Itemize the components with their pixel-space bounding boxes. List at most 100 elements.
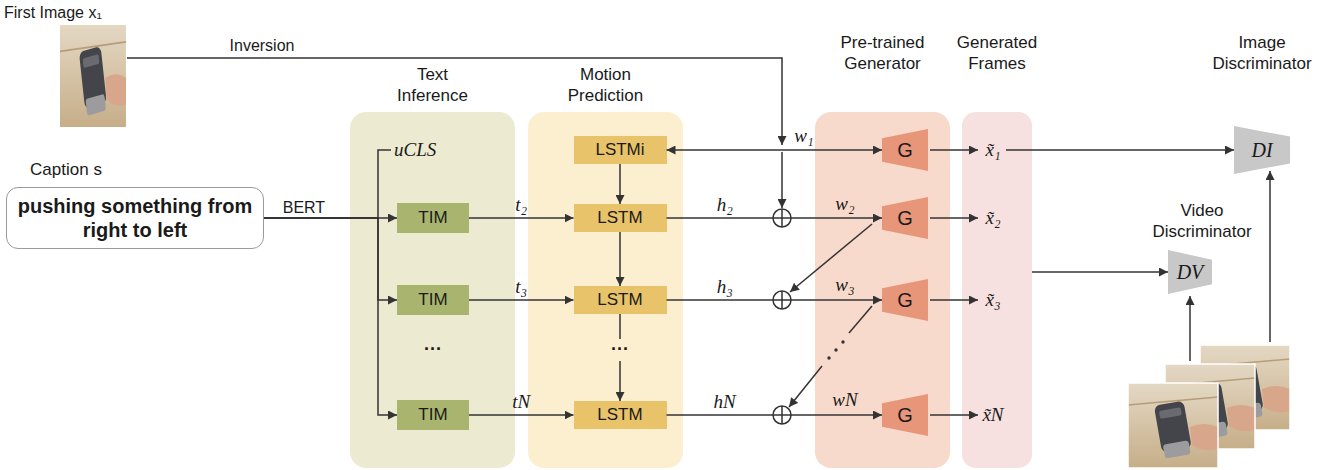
signal-label: t₂ [515, 194, 527, 217]
generator-trapezoid-outline [882, 197, 928, 239]
cls-token: uCLS [394, 139, 436, 162]
latent-label: w₂ [835, 193, 854, 216]
frame-label: x̃₁ [985, 139, 1000, 162]
generator-trapezoid: G [882, 279, 928, 321]
generator-trapezoid-outline [882, 394, 928, 436]
sum-symbol [773, 209, 791, 424]
tim-box: TIM [397, 203, 469, 233]
lstm-box: LSTM [574, 286, 667, 314]
heading-holder: Text Inference [383, 65, 483, 106]
motion-prediction-panel: Motion PredictionLSTMiLSTMLSTMLSTM [528, 112, 683, 468]
heading-text: Text Inference [383, 65, 483, 106]
heading-holder: Pre-trained Generator [833, 33, 933, 74]
frame-label: x̃₃ [985, 289, 1000, 312]
generator-trapezoid-label: G [897, 138, 913, 162]
latent-arrows-part [849, 306, 872, 333]
heading-holder: Image Discriminator [1204, 33, 1320, 74]
connector-arrow [264, 218, 397, 300]
latent-label: w₃ [835, 274, 854, 297]
latent-arrows [782, 152, 872, 407]
caption-box: pushing something from right to left [6, 187, 264, 249]
signal-label: tN [512, 391, 530, 414]
lstm-box-label: LSTMi [595, 140, 644, 160]
continuation-dots-part [841, 340, 844, 343]
continuation-dots [827, 340, 844, 359]
real-video-frames-part [1200, 345, 1290, 430]
connector-arrow [619, 232, 621, 286]
generator-trapezoid: G [882, 394, 928, 436]
real-video-frames-part [1200, 345, 1290, 430]
lstm-box-label: LSTM [597, 290, 642, 310]
image-discriminator: Image DiscriminatorDI [1234, 126, 1290, 174]
generator-trapezoid-label: G [897, 206, 913, 230]
heading-text: Motion Prediction [556, 65, 656, 106]
signal-label: hN [714, 391, 736, 414]
inversion-line-part [127, 58, 782, 145]
image-title: First Image x₁ [4, 3, 102, 22]
image-discriminator-label: DI [1251, 138, 1272, 162]
ellipsis: ··· [421, 339, 445, 361]
ellipsis: ··· [608, 339, 632, 361]
cls-bus-part [378, 150, 391, 218]
frame-label: x̃₂ [985, 207, 1000, 230]
lstm-box-label: LSTM [597, 208, 642, 228]
frame-arrows-part [930, 299, 978, 301]
sum-symbol-part [773, 209, 791, 227]
real-video-frames-part [1128, 383, 1218, 468]
connector-arrow [667, 299, 883, 301]
real-frame-arrows-part [1189, 296, 1191, 361]
generator-trapezoid-outline [882, 129, 928, 171]
text-inference-panel: Text InferenceTIMTIMTIM [350, 112, 515, 468]
frame-arrows-part [1006, 149, 1032, 151]
connector-arrow [469, 299, 574, 301]
real-frame-arrows-part [1269, 171, 1271, 342]
real-video-frames-part [1165, 364, 1255, 449]
first-image [60, 25, 126, 127]
connector-arrow [1032, 271, 1168, 273]
video-discriminator: Video DiscriminatorDV [1168, 250, 1212, 294]
inversion-line [127, 58, 782, 145]
sum-symbol-part [773, 291, 791, 309]
connector-arrow [264, 218, 397, 415]
heading-holder: Video Discriminator [1144, 201, 1260, 242]
lstm-box: LSTM [574, 204, 667, 232]
connector-arrow [469, 414, 574, 416]
connector-arrow [469, 217, 574, 219]
generator-trapezoid: G [882, 197, 928, 239]
inversion-label: Inversion [230, 36, 295, 55]
frame-label: x̃N [982, 404, 1003, 427]
frame-arrows-part [930, 149, 978, 151]
connector-arrow [667, 217, 883, 219]
frame-arrows [930, 150, 1032, 415]
signal-label: t₃ [515, 276, 527, 299]
heading-text: Video Discriminator [1144, 201, 1260, 242]
connector-arrow [667, 414, 883, 416]
lstm-box: LSTM [574, 401, 667, 429]
generator-trapezoid-label: G [897, 403, 913, 427]
generator-trapezoid-outline [882, 279, 928, 321]
real-video-frames-part [1128, 383, 1218, 468]
heading-holder: Motion Prediction [556, 65, 656, 106]
real-frame-arrows [1190, 171, 1270, 361]
tim-box-label: TIM [418, 290, 447, 310]
tim-box: TIM [397, 400, 469, 430]
generator-trapezoid-label: G [897, 288, 913, 312]
frame-arrows-part [930, 217, 978, 219]
heading-text: Image Discriminator [1204, 33, 1320, 74]
lstm-box: LSTMi [574, 136, 667, 164]
sum-symbol-part [773, 209, 791, 227]
heading-text: Generated Frames [947, 33, 1047, 74]
heading-text: Pre-trained Generator [833, 33, 933, 74]
video-discriminator-outline [1168, 250, 1212, 294]
generator-panel: Pre-trained GeneratorGGGG [815, 112, 950, 468]
image-discriminator-outline [1234, 126, 1290, 174]
latent-arrows-part [789, 366, 822, 407]
cls-bus [378, 150, 391, 218]
signal-label: h₂ [717, 194, 733, 217]
sum-symbol-part [773, 406, 791, 424]
connector-arrow [619, 164, 621, 204]
first-image-part [60, 25, 126, 127]
